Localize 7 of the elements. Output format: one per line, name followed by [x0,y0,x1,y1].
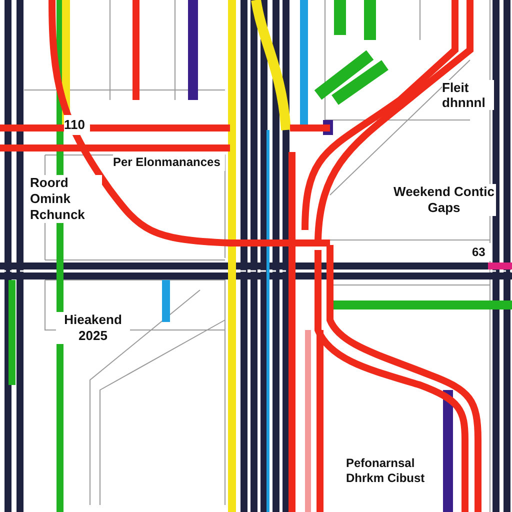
map-label: Fleit dhnnnl [442,80,494,110]
map-label: Weekend Contic Gaps [392,184,496,216]
map-label: Hieakend 2025 [56,312,130,344]
map-label: Per Elonmanances [113,153,225,171]
map-label: Roord Omink Rchunck [30,175,102,223]
map-label: 63 [472,243,492,261]
map-label: 110 [64,115,90,134]
